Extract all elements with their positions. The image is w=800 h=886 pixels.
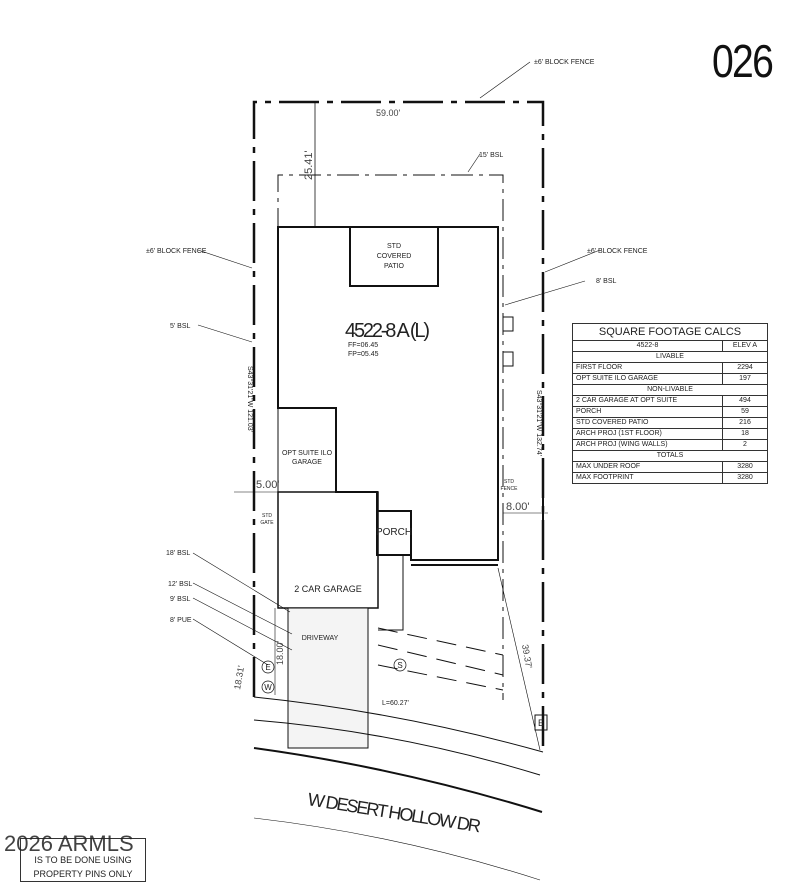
gate-label: STD [262,513,272,519]
table-row: ARCH PROJ (WING WALLS)2 [572,439,768,451]
driveway-label: DRIVEWAY [302,635,339,642]
table-title: SQUARE FOOTAGE CALCS [572,323,768,341]
patio-label: STD [387,243,401,250]
marker-w: W [264,683,272,692]
dim-front-left: 18.31' [232,664,246,690]
sewer-marker [393,658,407,672]
opt-suite-label: GARAGE [292,459,322,466]
street-edge [253,817,541,881]
covered-patio [349,226,439,287]
dim-arc: L=60.27' [382,700,409,707]
marker-e-box: E [538,718,544,728]
bsl-callout: 12' BSL [168,581,192,588]
section-header: TOTALS [572,450,768,462]
curb-line [253,747,543,813]
dim-top: 59.00' [376,108,401,118]
dim-rear: 25.41' [303,150,315,180]
bsl-callout: 15' BSL [479,152,503,159]
water-marker [261,680,275,694]
section-header: LIVABLE [572,351,768,363]
table-row: ARCH PROJ (1ST FLOOR)18 [572,428,768,440]
section-header: NON-LIVABLE [572,384,768,396]
sidewalk-line [253,719,541,776]
fence-callout: ±6' BLOCK FENCE [146,248,207,255]
porch-label: PORCH [376,527,412,538]
marker-s: S [397,661,402,670]
lot-number: 026 [712,35,774,87]
pue-callout: 8' PUE [170,617,192,624]
electric-box-marker [534,714,548,731]
dim-side-left: 5.00' [256,479,280,491]
lot-boundary-fence [252,100,545,752]
fence-callout: ±6' BLOCK FENCE [587,248,648,255]
building-setback-line [277,174,504,700]
table-plan: 4522-8 [572,340,723,352]
fence-label: STD [504,479,514,485]
walkway [378,554,404,631]
bsl-callout: 5' BSL [170,323,191,330]
patio-label: PATIO [384,263,405,270]
bsl-callout: 8' BSL [596,278,617,285]
fence-callout: ±6' BLOCK FENCE [534,59,595,66]
electric-marker [261,660,275,674]
driveway [287,607,369,749]
finished-pad: FP=05.45 [348,351,379,358]
watermark: 2026 ARMLS [4,831,134,856]
dim-front-right: 39.37' [520,644,534,670]
fence-label: FENCE [501,486,519,492]
front-property-line [253,696,544,753]
table-elev: ELEV A [722,340,768,352]
garage-label: 2 CAR GARAGE [294,584,362,594]
opt-suite-label: OPT SUITE ILO [282,450,333,457]
dim-driveway: 18.00' [275,640,285,665]
bsl-callout: 18' BSL [166,550,190,557]
gate-label: GATE [260,520,274,526]
finished-floor: FF=06.45 [348,342,378,349]
dim-side-right: 8.00' [506,501,530,513]
layout-note: IS TO BE DONE USING PROPERTY PINS ONLY [20,838,146,882]
dim-right-bearing: S43°31'21"W 132.74' [535,390,543,456]
patio-label: COVERED [377,253,412,260]
plan-title: 4522-8 A (L) [345,320,430,342]
marker-e: E [265,663,270,672]
bsl-callout: 9' BSL [170,596,191,603]
dim-left-bearing: S43°31'21"W 121.03' [246,366,254,432]
